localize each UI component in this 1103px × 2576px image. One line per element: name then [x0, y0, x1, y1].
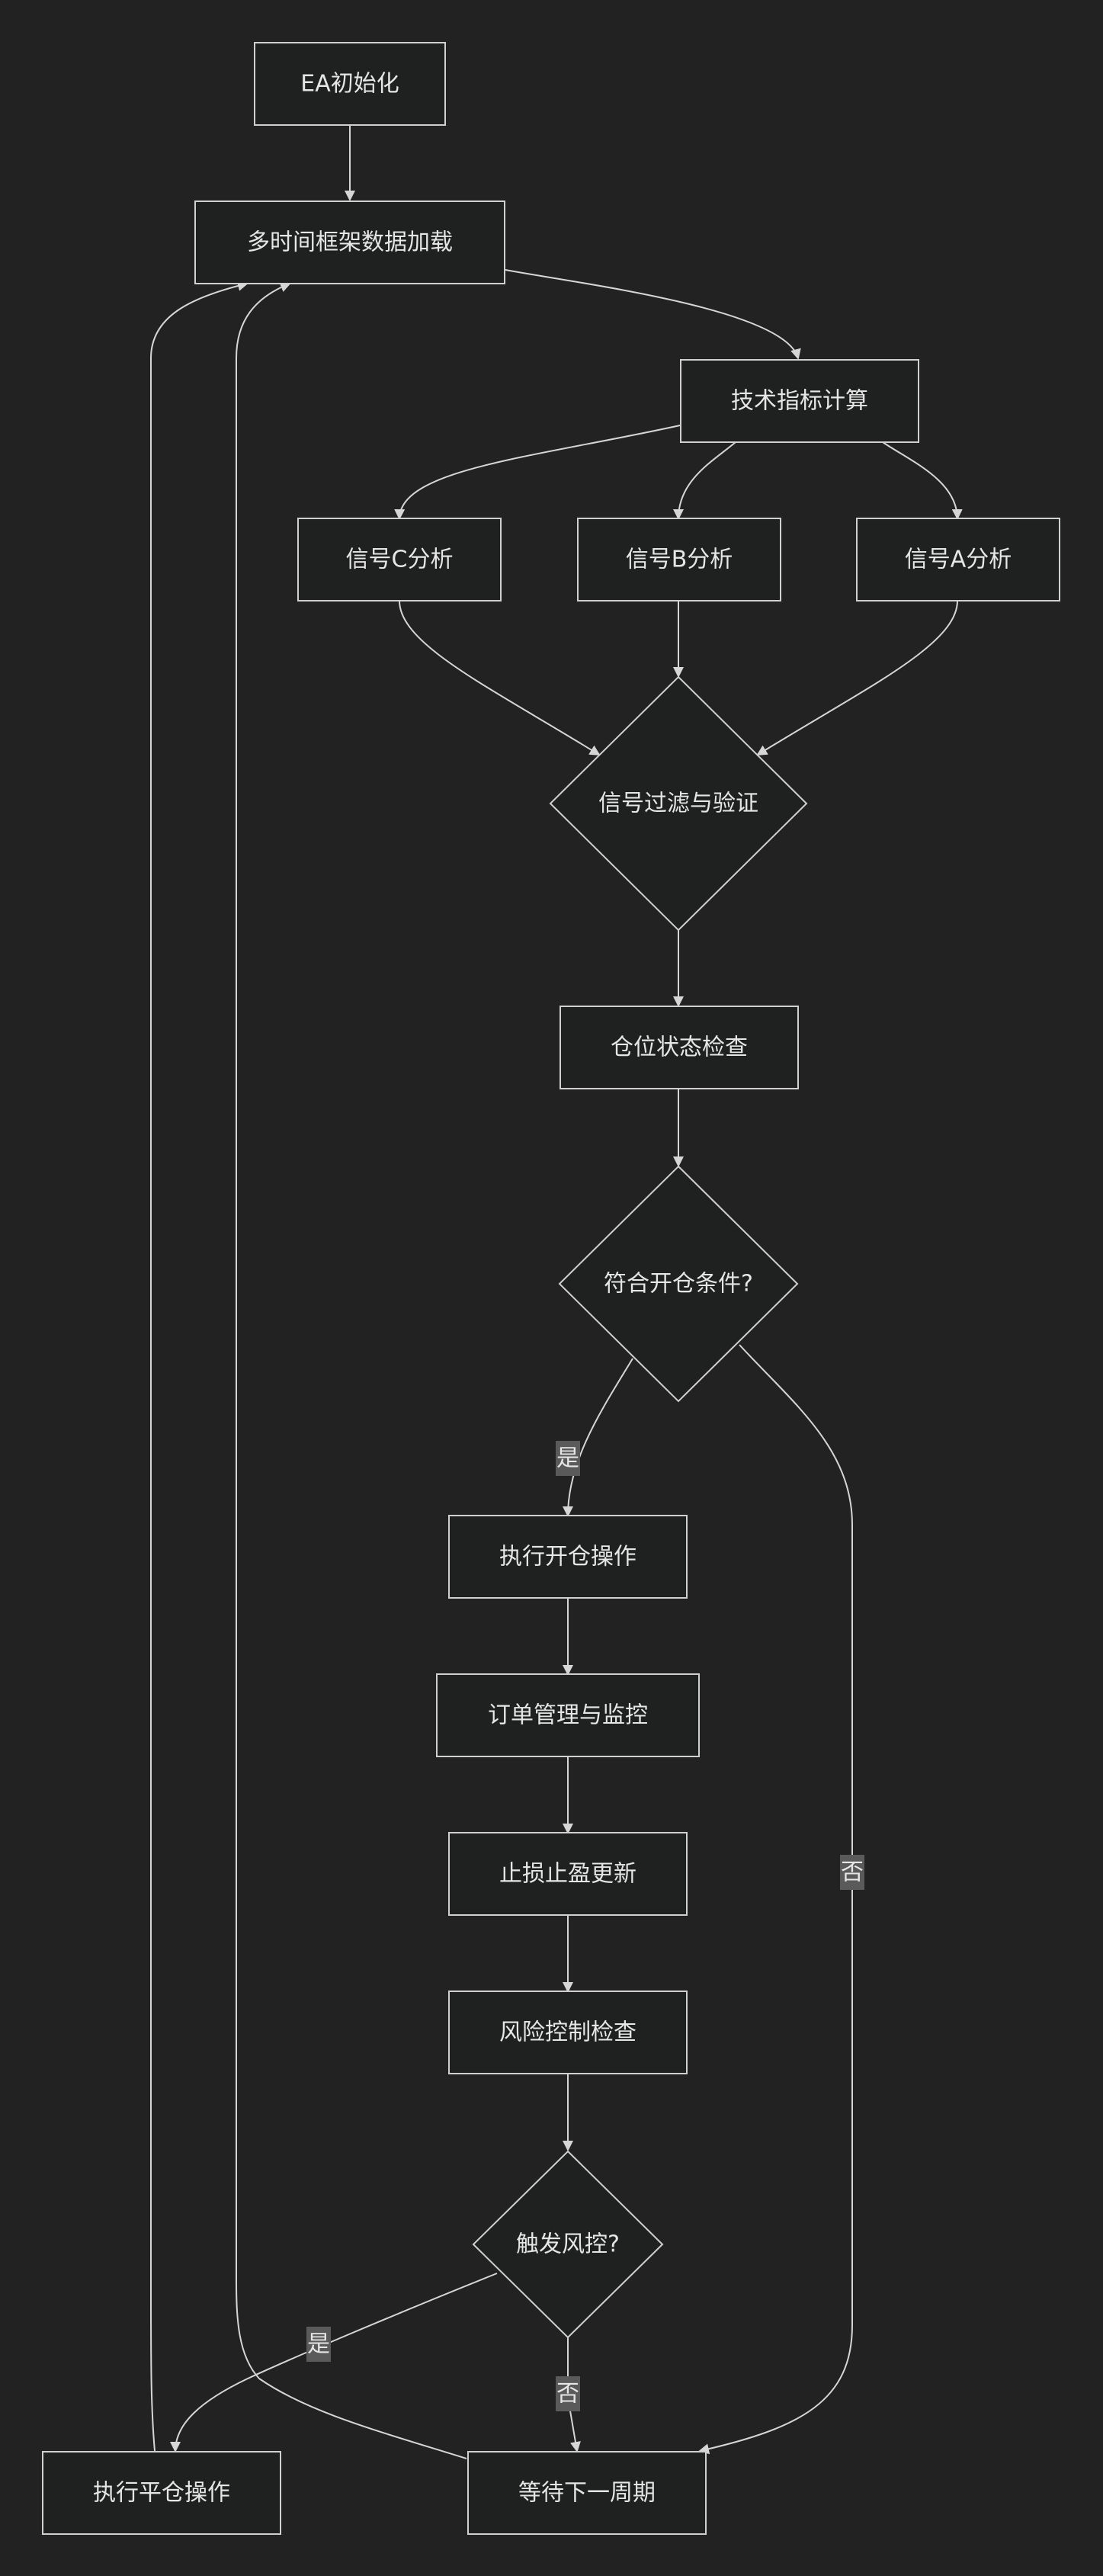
edge-label-risk-yes: 是 [306, 2327, 331, 2362]
edge-label-text: 否 [556, 2381, 579, 2408]
node-box [436, 1673, 700, 1757]
edge-label-open-no: 否 [840, 1855, 864, 1890]
node-box [448, 1991, 688, 2074]
node-risk-check: 风险控制检查 [448, 1991, 688, 2074]
node-label: 信号B分析 [626, 547, 733, 573]
node-box [42, 2451, 281, 2535]
node-box [254, 42, 446, 126]
node-box [297, 518, 502, 601]
node-execute-close: 执行平仓操作 [42, 2451, 281, 2535]
node-signal-a: 信号A分析 [856, 518, 1060, 601]
node-box [560, 1006, 799, 1089]
node-box [680, 359, 919, 443]
node-indicator-calc: 技术指标计算 [680, 359, 919, 443]
edge-indicator-to-signal-b [673, 441, 736, 520]
node-label: 技术指标计算 [731, 388, 868, 415]
node-position-check: 仓位状态检查 [560, 1006, 799, 1089]
node-sltp-update: 止损止盈更新 [448, 1832, 688, 1916]
node-diamond [549, 675, 808, 932]
node-label: 触发风控? [516, 2231, 620, 2258]
edge-close-loop-to-load [150, 281, 248, 2452]
node-label: 风险控制检查 [499, 2019, 636, 2046]
edge-label-bg [556, 1441, 580, 1476]
node-box [577, 518, 781, 601]
edge-load-to-indicator [505, 269, 801, 360]
edge-wait-loop-to-load [236, 281, 467, 2459]
node-signal-b: 信号B分析 [577, 518, 781, 601]
node-diamond [558, 1165, 799, 1403]
edge-label-risk-no: 否 [556, 2376, 580, 2411]
node-label: 仓位状态检查 [611, 1035, 748, 1061]
node-signal-c: 信号C分析 [297, 518, 502, 601]
node-box [448, 1515, 688, 1599]
node-box [856, 518, 1060, 601]
edge-label-text: 是 [556, 1445, 579, 1472]
edge-label-bg [840, 1855, 864, 1890]
edge-condition-no-to-wait [698, 1344, 853, 2455]
node-label: 执行平仓操作 [93, 2480, 230, 2507]
edge-signal-a-to-filter [756, 600, 958, 756]
node-label: 符合开仓条件? [604, 1271, 753, 1298]
node-box [194, 200, 505, 284]
node-signal-filter: 信号过滤与验证 [549, 675, 808, 932]
edge-indicator-to-signal-a [882, 441, 963, 520]
node-multi-timeframe-load: 多时间框架数据加载 [194, 200, 505, 284]
edge-label-text: 是 [307, 2331, 330, 2358]
node-label: 执行开仓操作 [499, 1544, 636, 1570]
node-execute-open: 执行开仓操作 [448, 1515, 688, 1599]
edge-triggered-yes-to-close [170, 2273, 498, 2452]
edge-label-text: 否 [841, 1859, 864, 1886]
edge-indicator-to-signal-c [394, 425, 681, 520]
node-label: 信号C分析 [346, 547, 454, 573]
node-box [448, 1832, 688, 1916]
node-box [467, 2451, 707, 2535]
node-label: 等待下一周期 [518, 2480, 656, 2507]
node-label: 信号过滤与验证 [598, 791, 758, 817]
edge-label-bg [556, 2376, 580, 2411]
node-wait-next: 等待下一周期 [467, 2451, 707, 2535]
edge-condition-yes-to-open [563, 1358, 633, 1517]
edge-label-open-yes: 是 [556, 1441, 580, 1476]
nodes: EA初始化 多时间框架数据加载 技术指标计算 信号C分析 信号B分析 信号A分析… [42, 42, 1060, 2535]
node-label: 订单管理与监控 [488, 1702, 648, 1729]
node-label: EA初始化 [300, 71, 399, 98]
node-order-manage: 订单管理与监控 [436, 1673, 700, 1757]
node-label: 止损止盈更新 [499, 1861, 636, 1888]
node-risk-triggered: 触发风控? [472, 2150, 664, 2339]
edge-signal-c-to-filter [399, 600, 601, 756]
edge-label-bg [306, 2327, 331, 2362]
edge-labels: 是 否 是 否 [306, 1441, 864, 2411]
node-ea-init: EA初始化 [254, 42, 446, 126]
node-open-condition: 符合开仓条件? [558, 1165, 799, 1403]
node-label: 信号A分析 [905, 547, 1012, 573]
node-diamond [472, 2150, 664, 2339]
node-label: 多时间框架数据加载 [247, 229, 453, 256]
edges [150, 125, 963, 2459]
